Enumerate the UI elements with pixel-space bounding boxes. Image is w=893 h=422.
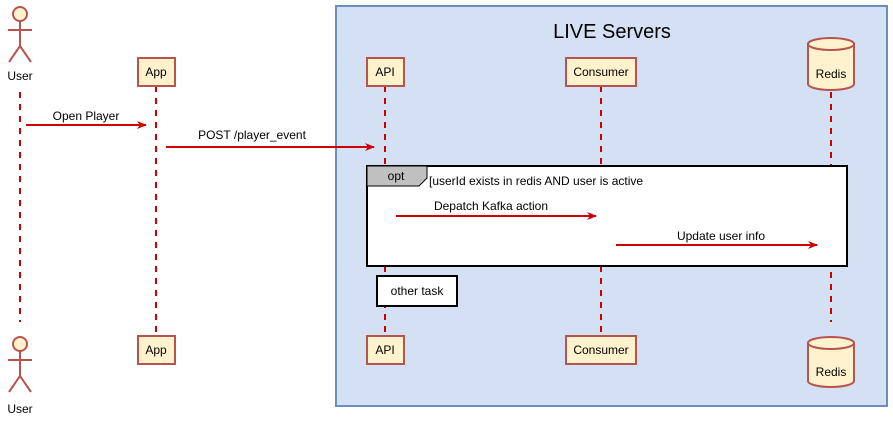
api-participant-bottom[interactable] (366, 335, 405, 365)
user-actor-top[interactable] (8, 6, 32, 63)
open-player-label: Open Player (53, 109, 120, 123)
update-user-info-label: Update user info (677, 229, 765, 243)
opt-fragment-header (366, 165, 428, 187)
consumer-label-bottom: Consumer (573, 343, 628, 357)
redis-label-bottom: Redis (816, 365, 847, 379)
api-label-top: API (375, 65, 394, 79)
user-actor-bottom[interactable] (8, 336, 32, 393)
api-participant-top[interactable] (366, 57, 405, 87)
post-player-event-label: POST /player_event (198, 128, 307, 142)
other-task-note[interactable] (376, 275, 458, 307)
app-participant-top[interactable] (137, 57, 176, 87)
consumer-label-top: Consumer (573, 65, 628, 79)
user-label-top: User (7, 69, 32, 83)
consumer-participant-bottom[interactable] (565, 335, 637, 365)
consumer-participant-top[interactable] (565, 57, 637, 87)
opt-operator-label: opt (388, 169, 405, 183)
group-title: LIVE Servers (553, 21, 671, 43)
dispatch-kafka-label: Depatch Kafka action (434, 199, 548, 213)
opt-guard-label: [userId exists in redis AND user is acti… (429, 174, 643, 188)
redis-database-top[interactable] (807, 37, 855, 91)
user-label-bottom: User (7, 402, 32, 416)
app-label-top: App (145, 65, 167, 79)
app-participant-bottom[interactable] (137, 335, 176, 365)
api-label-bottom: API (375, 343, 394, 357)
other-task-label: other task (391, 284, 445, 298)
app-label-bottom: App (145, 343, 167, 357)
redis-label-top: Redis (816, 67, 847, 81)
redis-database-bottom[interactable] (807, 336, 855, 388)
